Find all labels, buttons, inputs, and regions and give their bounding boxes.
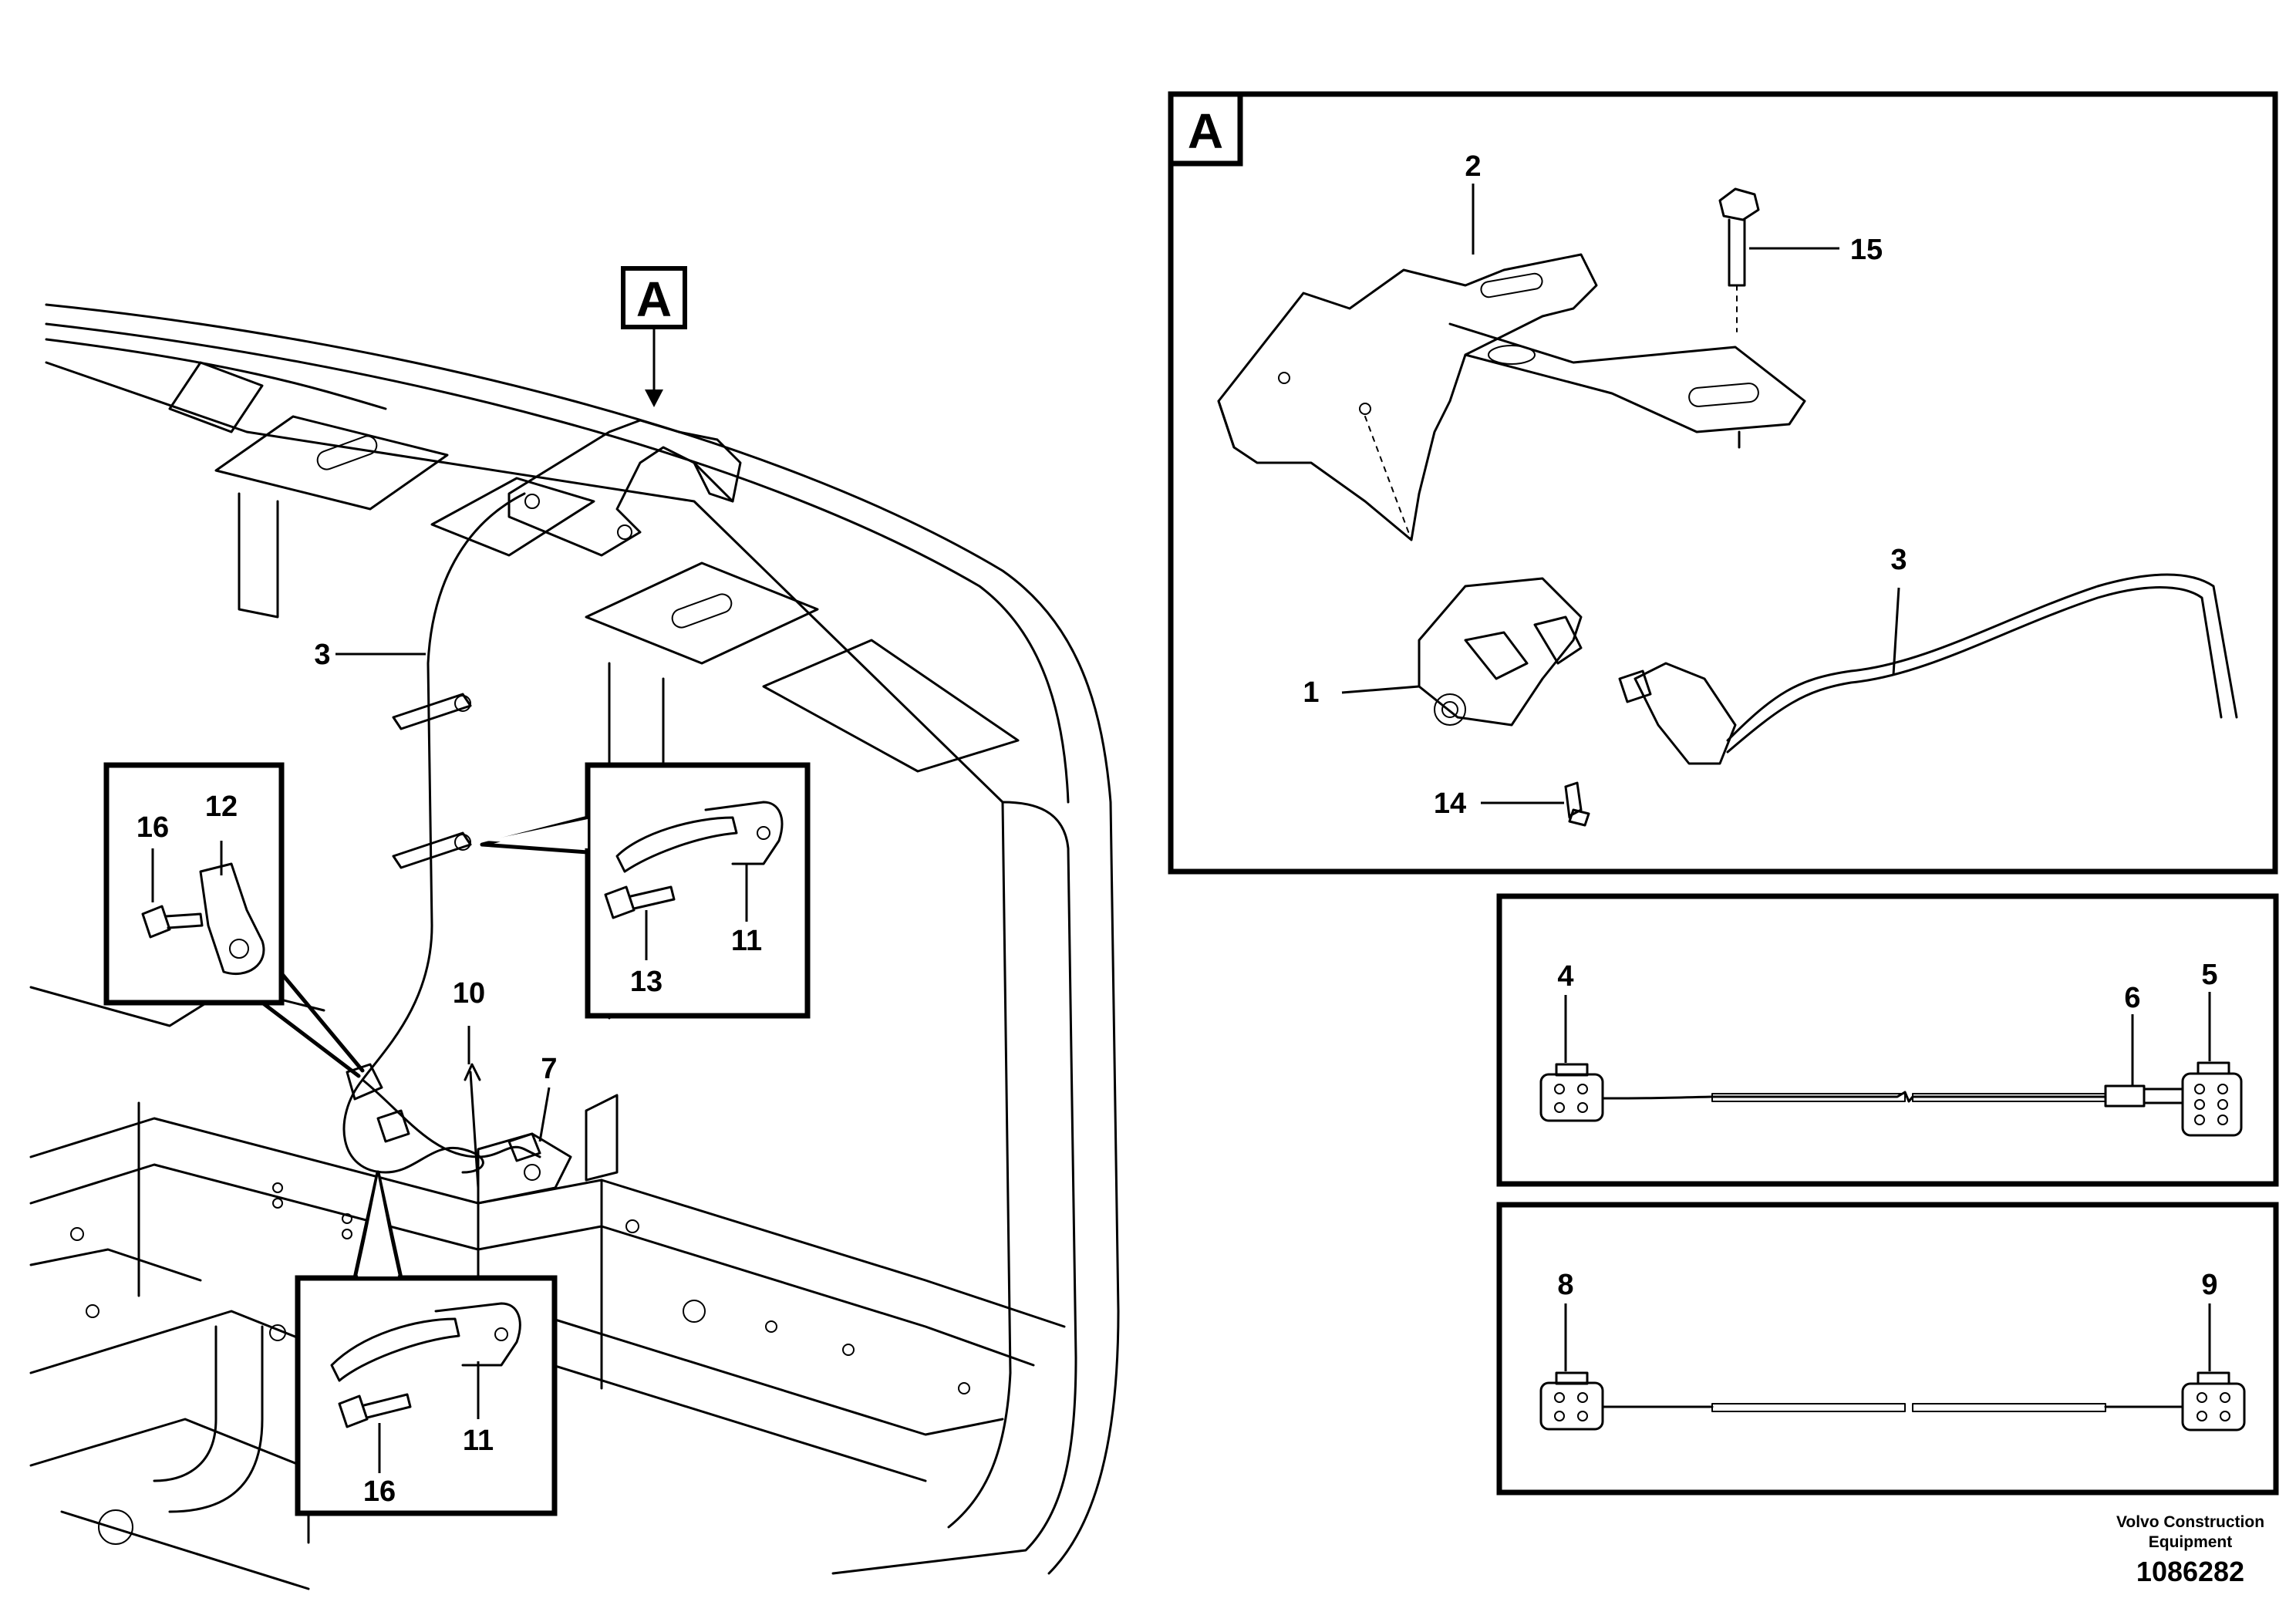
callout-14: 14 [1434, 787, 1466, 820]
callout-8: 8 [1557, 1269, 1573, 1301]
callout-12: 12 [205, 791, 238, 823]
callout-6: 6 [2124, 982, 2140, 1014]
callout-3-main: 3 [314, 639, 330, 671]
callout-5: 5 [2201, 959, 2217, 991]
harness-panel-lower [1496, 1202, 2279, 1496]
detail-box-clip-lower [295, 1170, 558, 1516]
callout-13: 13 [630, 966, 663, 998]
callout-4: 4 [1557, 960, 1573, 993]
brand-line-1: Volvo Construction [2116, 1513, 2264, 1531]
callout-7: 7 [541, 1053, 557, 1085]
detail-box-sensor-mount [103, 762, 365, 1078]
cable-harness-main [342, 492, 541, 1189]
callout-16-lower: 16 [363, 1475, 396, 1508]
callout-1: 1 [1303, 676, 1319, 709]
callout-3-detail: 3 [1890, 544, 1907, 576]
view-a-panel: A [1168, 91, 2278, 875]
harness-panel-upper [1496, 893, 2279, 1187]
callout-15: 15 [1850, 234, 1883, 266]
callout-11-lower: 11 [463, 1425, 494, 1457]
view-a-label-main: A [636, 271, 672, 327]
callout-11-upper: 11 [731, 925, 762, 957]
brand-line-2: Equipment [2149, 1533, 2233, 1551]
view-a-label: A [1188, 103, 1223, 159]
callout-2: 2 [1465, 150, 1481, 183]
callout-16-left: 16 [137, 811, 169, 844]
callout-9: 9 [2201, 1269, 2217, 1301]
callout-10: 10 [453, 977, 485, 1010]
main-bracket [507, 419, 742, 557]
detail-box-clip-upper [480, 762, 811, 1019]
view-a-flag: A [621, 266, 687, 407]
document-number: 1086282 [2136, 1556, 2244, 1587]
